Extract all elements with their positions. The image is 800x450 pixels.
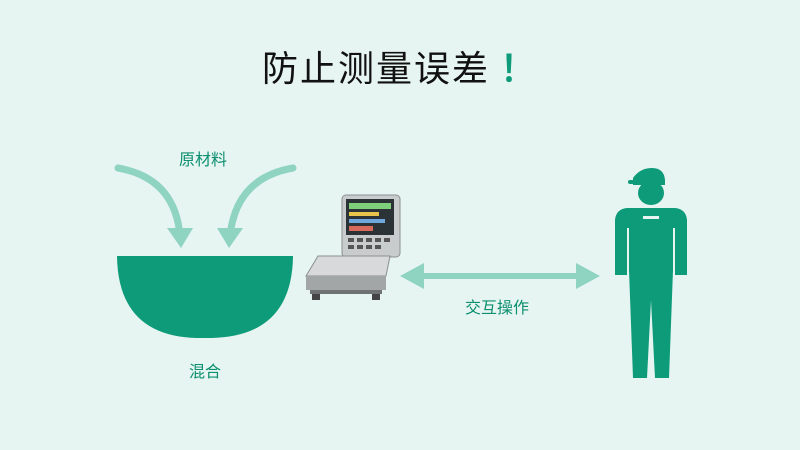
- mix-label: 混合: [189, 358, 221, 382]
- name-tag: [643, 216, 659, 219]
- curved-arrow-icon-left: [118, 168, 193, 248]
- interaction-label: 交互操作: [465, 294, 529, 318]
- bowl-icon: [117, 256, 293, 338]
- worker-icon: [615, 168, 687, 378]
- curved-arrow-icon-right: [217, 168, 293, 248]
- raw-material-label: 原材料: [179, 146, 227, 170]
- scale-icon: [306, 195, 400, 300]
- double-arrow-icon: [400, 263, 600, 289]
